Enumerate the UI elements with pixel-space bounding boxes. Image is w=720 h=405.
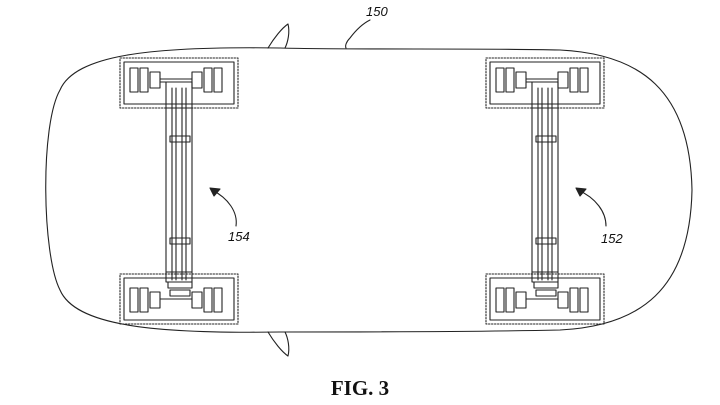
reference-numeral-152: 152 bbox=[601, 231, 623, 246]
front-top-module bbox=[489, 61, 601, 105]
front-axle-assembly bbox=[485, 57, 605, 325]
mirror-top bbox=[267, 23, 290, 49]
rear-axle-assembly bbox=[119, 57, 239, 325]
rear-shaft bbox=[165, 81, 193, 283]
mirror-bottom bbox=[267, 331, 290, 357]
reference-numeral-150: 150 bbox=[366, 4, 388, 19]
front-shaft bbox=[531, 81, 559, 283]
vehicle-body-outline bbox=[45, 47, 693, 333]
leader-154 bbox=[211, 189, 237, 227]
rear-bottom-module bbox=[123, 277, 235, 321]
front-bottom-module-outer bbox=[485, 273, 605, 325]
rear-bottom-module-outer bbox=[119, 273, 239, 325]
figure-caption: FIG. 3 bbox=[330, 376, 390, 400]
reference-numeral-154: 154 bbox=[228, 229, 250, 244]
leader-150 bbox=[345, 19, 371, 49]
arrowhead-152 bbox=[575, 187, 587, 197]
rear-top-module bbox=[123, 61, 235, 105]
leader-152 bbox=[577, 189, 607, 227]
arrowhead-154 bbox=[209, 187, 221, 197]
front-bottom-module bbox=[489, 277, 601, 321]
